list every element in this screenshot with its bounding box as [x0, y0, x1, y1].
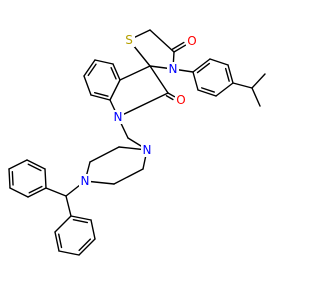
piperazine-nitrogen-top-label-bg — [141, 143, 153, 157]
bond-55 — [209, 58, 229, 66]
bond-46 — [58, 250, 80, 256]
thiazolidine-oxygen-label: O — [187, 34, 196, 48]
bond-9 — [167, 92, 176, 98]
molecule-diagram: S O N O N N N — [8, 29, 266, 256]
lactam-oxygen-label-bg — [175, 93, 187, 107]
bond-34 — [27, 187, 47, 198]
bond-60 — [201, 87, 216, 93]
bond-48 — [78, 238, 92, 252]
bond-58 — [215, 82, 234, 97]
bond-38 — [11, 170, 14, 186]
bond-19 — [87, 63, 97, 77]
indoline-nitrogen-label-bg — [112, 110, 124, 124]
sulfur-label-bg — [123, 33, 135, 47]
bond-56 — [227, 64, 234, 84]
piperazine-nitrogen-bottom-label-bg — [79, 174, 91, 188]
thiazolidine-nitrogen-label: N — [169, 62, 178, 76]
bond-54 — [196, 62, 211, 74]
bond-4 — [171, 41, 185, 50]
bond-15 — [112, 63, 121, 81]
thiazolidine-nitrogen-label-bg — [167, 62, 179, 76]
bond-53 — [192, 58, 211, 73]
bond-43 — [54, 215, 72, 233]
bond-24 — [127, 137, 142, 147]
bond-13 — [109, 79, 121, 101]
bond-16 — [110, 66, 117, 80]
bond-62 — [232, 82, 253, 89]
sulfur-atom-label: S — [125, 33, 133, 47]
bond-50 — [70, 215, 92, 221]
bond-59 — [197, 89, 217, 97]
bond-44 — [54, 231, 60, 252]
bond-61 — [192, 71, 199, 91]
bond-18 — [83, 59, 96, 77]
bond-40 — [26, 159, 46, 170]
bond-14 — [119, 65, 151, 81]
bond-10 — [165, 95, 174, 101]
bond-8 — [149, 65, 169, 94]
bond-3 — [173, 44, 187, 53]
bond-2 — [149, 29, 175, 53]
bond-51 — [72, 219, 89, 224]
lactam-oxygen-label: O — [176, 93, 185, 107]
bond-49 — [90, 219, 96, 240]
indoline-nitrogen-label: N — [114, 110, 123, 124]
bond-37 — [8, 168, 11, 189]
bond-22 — [93, 91, 109, 97]
bond-33 — [65, 195, 72, 217]
piperazine-nitrogen-top-label: N — [143, 143, 152, 157]
piperazine-nitrogen-bottom-label: N — [81, 174, 90, 188]
bond-57 — [224, 67, 230, 82]
bond-39 — [8, 159, 28, 170]
bond-64 — [251, 87, 261, 107]
bond-17 — [94, 59, 114, 65]
bond-11 — [117, 92, 169, 118]
atom-label-layer: S O N O N N N — [79, 33, 198, 188]
bond-layer — [8, 29, 266, 256]
bond-29 — [89, 146, 120, 163]
bond-21 — [90, 94, 111, 101]
bond-36 — [9, 187, 29, 198]
thiazolidine-oxygen-label-bg — [186, 34, 198, 48]
bond-41 — [27, 163, 42, 172]
bond-20 — [83, 75, 92, 96]
bond-42 — [44, 168, 47, 189]
bond-26 — [113, 168, 144, 185]
bond-63 — [251, 73, 266, 89]
bond-35 — [28, 185, 43, 194]
structure-svg: S O N O N N N — [8, 29, 266, 256]
bond-32 — [45, 187, 67, 197]
bond-45 — [58, 233, 63, 249]
bond-47 — [78, 238, 96, 256]
